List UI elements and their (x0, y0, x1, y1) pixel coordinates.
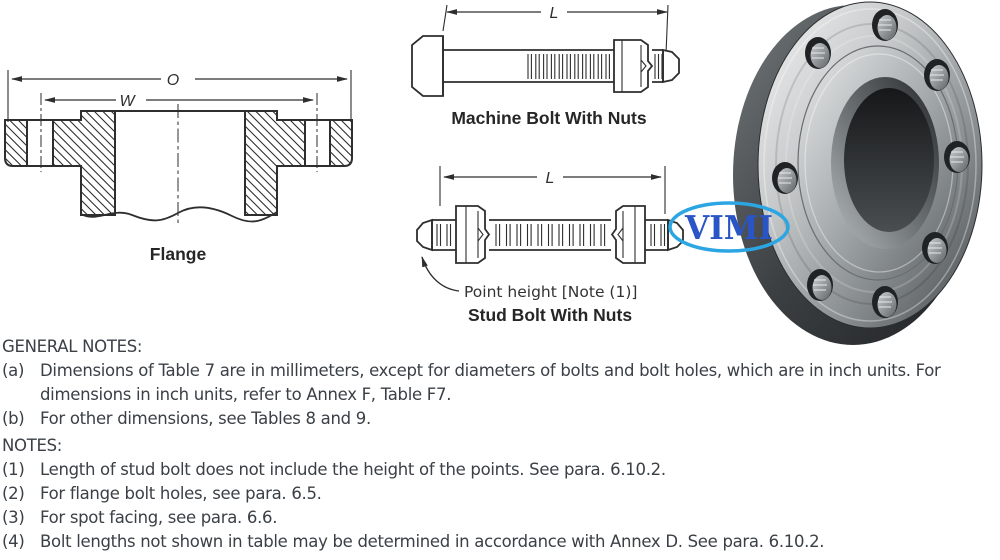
general-note-a-label: (a) (2, 361, 25, 380)
flange-photo-bolt-holes (772, 9, 970, 318)
note-4-label: (4) (2, 532, 25, 551)
flange-photo-bore (844, 88, 934, 232)
flange-section-body (4, 110, 353, 223)
flange-caption: Flange (150, 244, 207, 264)
flange-photo (733, 1, 983, 345)
vimi-text: VIMI (684, 208, 773, 247)
note-4: (4) Bolt lengths not shown in table may … (2, 530, 958, 554)
flange-cross-section-drawing: O W Flange (4, 70, 353, 264)
note-2: (2) For flange bolt holes, see para. 6.5… (2, 482, 958, 506)
dim-L-label-machine-bolt: L (550, 5, 559, 22)
bolt-threads (527, 54, 663, 79)
general-note-a: (a) Dimensions of Table 7 are in millime… (2, 359, 958, 407)
stud-bolt-drawing: L Point height [Note (1)] Stud Bolt With… (416, 166, 684, 325)
note-2-text: For flange bolt holes, see para. 6.5. (40, 484, 322, 503)
note-4-text: Bolt lengths not shown in table may be d… (40, 532, 825, 551)
point-height-leader (421, 256, 460, 292)
vimi-watermark: VIMI (668, 201, 790, 253)
bolt-hole-centerlines (40, 93, 318, 172)
note-3-label: (3) (2, 508, 25, 527)
general-note-b-label: (b) (2, 409, 25, 428)
note-1-text: Length of stud bolt does not include the… (40, 460, 666, 479)
note-3: (3) For spot facing, see para. 6.6. (2, 506, 958, 530)
stud-left-point (416, 218, 433, 252)
dim-W-label: W (119, 93, 136, 110)
break-line (80, 206, 278, 223)
notes-heading: NOTES: (2, 436, 63, 455)
dim-O-extension-lines (7, 70, 352, 122)
stud-right-nut (610, 205, 646, 264)
dim-O-label: O (167, 72, 179, 89)
stud-bolt-caption: Stud Bolt With Nuts (468, 305, 632, 325)
general-note-b: (b) For other dimensions, see Tables 8 a… (2, 407, 958, 431)
note-1-label: (1) (2, 460, 25, 479)
bolt-nut (613, 39, 654, 93)
notes-block: GENERAL NOTES: (a) Dimensions of Table 7… (2, 335, 958, 554)
general-notes-heading: GENERAL NOTES: (2, 337, 143, 356)
point-height-annotation: Point height [Note (1)] (464, 283, 637, 301)
general-note-b-text: For other dimensions, see Tables 8 and 9… (40, 409, 371, 428)
stud-threads (436, 224, 666, 246)
note-3-text: For spot facing, see para. 6.6. (40, 508, 278, 527)
general-note-a-text: Dimensions of Table 7 are in millimeters… (40, 361, 941, 404)
note-2-label: (2) (2, 484, 25, 503)
stud-left-nut (455, 205, 491, 264)
machine-bolt-caption: Machine Bolt With Nuts (451, 108, 647, 128)
note-1: (1) Length of stud bolt does not include… (2, 458, 958, 482)
vimi-oval (668, 201, 790, 253)
dim-L-label-stud-bolt: L (546, 170, 555, 187)
bolt-point (662, 48, 680, 84)
machine-bolt-drawing: L Machine Bolt With Nuts (411, 4, 680, 128)
bolt-head (411, 35, 444, 97)
